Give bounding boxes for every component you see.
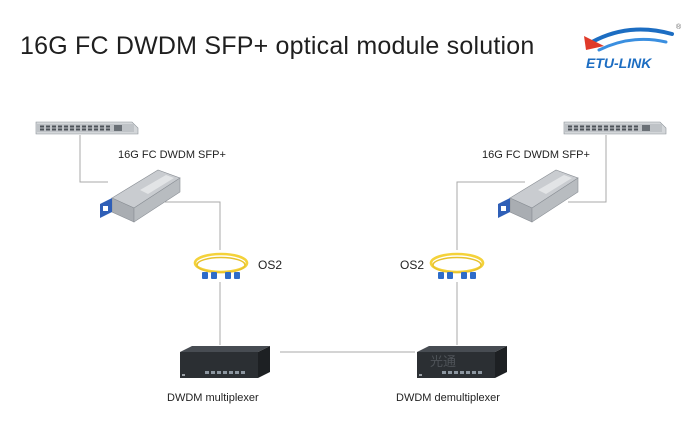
demux-watermark: 光通 [430,355,456,370]
right-sfp-module-icon [498,169,579,223]
left-switch-icon [35,121,139,135]
left-cable-label: OS2 [258,258,283,272]
page-title: 16G FC DWDM SFP+ optical module solution [20,32,535,60]
logo-text: ETU-LINK [586,55,652,71]
demux-label: DWDM demultiplexer [396,392,500,404]
right-module-label: 16G FC DWDM SFP+ [482,149,590,161]
right-switch-icon [563,121,667,135]
dwdm-demultiplexer-icon: 光通 [417,346,507,378]
left-fiber-cable-icon [193,252,249,279]
etu-link-logo: ETU-LINK ® [584,23,682,71]
right-fiber-cable-icon [429,252,485,279]
connector-lines [79,135,607,353]
dwdm-multiplexer-icon [180,346,270,378]
left-module-label: 16G FC DWDM SFP+ [118,149,226,161]
logo-registered-mark: ® [676,23,682,31]
left-sfp-module-icon [100,169,181,223]
right-cable-label: OS2 [400,258,425,272]
mux-label: DWDM multiplexer [167,392,259,404]
